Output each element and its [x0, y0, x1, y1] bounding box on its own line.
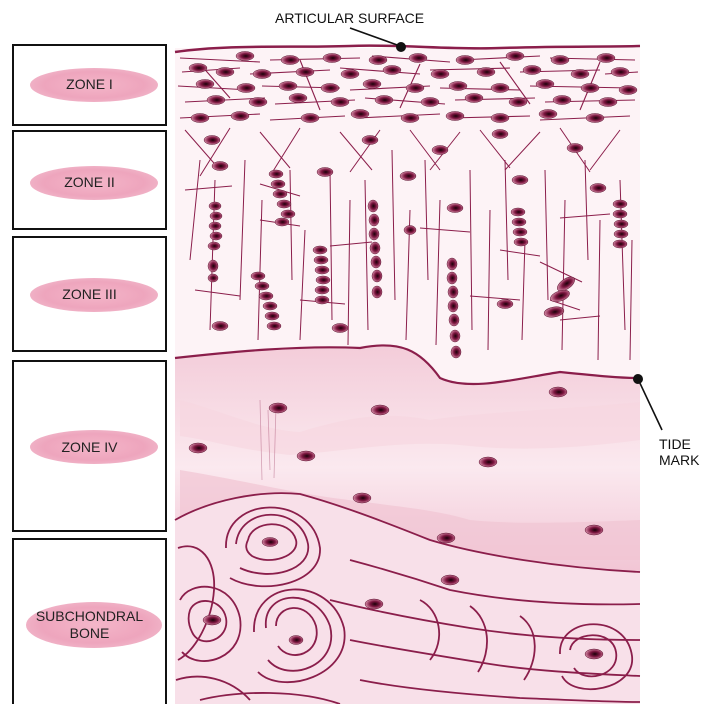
articular-surface-dot [396, 42, 406, 52]
subchondral-bone-label-line-1: SUBCHONDRAL [12, 608, 167, 625]
tide-mark-label-line-2: MARK [659, 452, 699, 468]
articular-surface-pointer [350, 28, 400, 46]
tide-mark-pointer [638, 379, 662, 430]
tide-mark-label: TIDE MARK [659, 436, 699, 468]
tide-mark-dot [633, 374, 643, 384]
zone-ii-label: ZONE II [12, 174, 167, 191]
zone-iii-label: ZONE III [12, 286, 167, 303]
subchondral-bone-label: SUBCHONDRAL BONE [12, 608, 167, 642]
zone-iv-label: ZONE IV [12, 439, 167, 456]
tide-mark-label-line-1: TIDE [659, 436, 699, 452]
articular-surface-label: ARTICULAR SURFACE [275, 10, 424, 26]
subchondral-bone-label-line-2: BONE [12, 625, 167, 642]
zone-i-label: ZONE I [12, 76, 167, 93]
